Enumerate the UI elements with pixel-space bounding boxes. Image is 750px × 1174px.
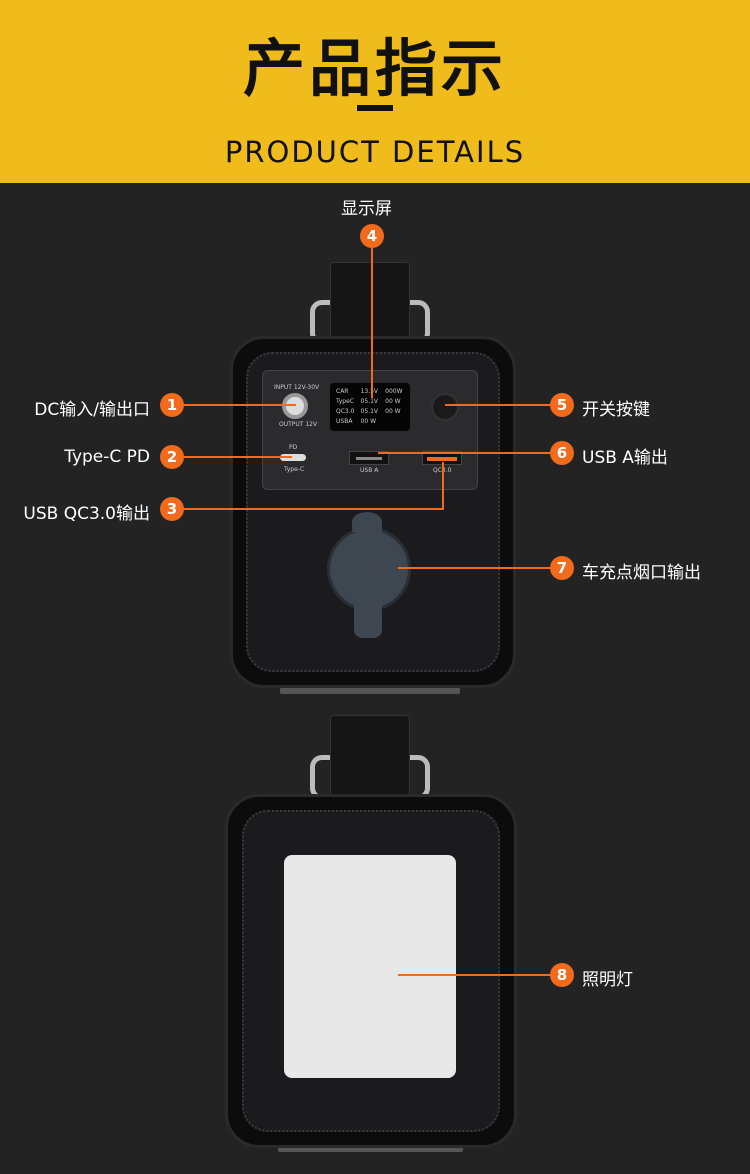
usba-label: USB A xyxy=(360,467,379,474)
lcd-cell: QC3.0 xyxy=(336,408,355,415)
callout-line-6 xyxy=(378,452,551,454)
callout-badge-1: 1 xyxy=(160,393,184,417)
typec-port xyxy=(280,454,306,461)
page-title: 产品指示 xyxy=(242,32,507,105)
lcd-cell: TypeC xyxy=(336,398,354,405)
callout-label-car-socket: 车充点烟口输出 xyxy=(582,563,701,583)
lcd-row: CAR 13.5V 000W xyxy=(336,387,404,397)
callout-line-5 xyxy=(445,404,551,406)
callout-label-qc: USB QC3.0输出 xyxy=(23,504,150,524)
lcd-row: USBA 00 W xyxy=(336,417,404,427)
callout-label-typec: Type-C PD xyxy=(64,447,150,467)
dc-port xyxy=(282,393,308,419)
callout-line-4 xyxy=(371,248,373,398)
callout-badge-6: 6 xyxy=(550,441,574,465)
callout-badge-5: 5 xyxy=(550,393,574,417)
typec-label: Type-C xyxy=(284,466,305,473)
callout-label-usba: USB A输出 xyxy=(582,448,668,468)
page-subtitle: PRODUCT DETAILS xyxy=(224,135,526,169)
lcd-cell: 05.1V xyxy=(360,398,379,405)
input-label: INPUT 12V-30V xyxy=(274,384,320,391)
lcd-cell: 13.5V xyxy=(360,388,379,395)
lcd-cell: CAR xyxy=(336,388,349,395)
callout-badge-3: 3 xyxy=(160,497,184,521)
light-panel xyxy=(284,855,456,1078)
callout-line-8 xyxy=(398,974,551,976)
usb-a-port xyxy=(349,451,389,465)
callout-label-dc-port: DC输入/输出口 xyxy=(34,400,150,420)
callout-line-2 xyxy=(184,456,292,458)
callout-line-3 xyxy=(184,508,444,510)
lcd-row: TypeC 05.1V 00 W xyxy=(336,397,404,407)
callout-badge-4: 4 xyxy=(360,224,384,248)
qc-port xyxy=(422,451,462,465)
lcd-cell: 000W xyxy=(385,388,403,395)
power-button[interactable] xyxy=(431,393,459,421)
callout-badge-7: 7 xyxy=(550,556,574,580)
lcd-cell: 00 W xyxy=(385,408,401,415)
callout-line-1 xyxy=(184,404,296,406)
lcd-cell xyxy=(385,417,404,427)
lcd-display: CAR 13.5V 000W TypeC 05.1V 00 W QC3.0 05.1V 00 W… xyxy=(330,383,410,431)
output-label: OUTPUT 12V xyxy=(279,421,318,428)
callout-label-light: 照明灯 xyxy=(582,970,633,990)
cap-handle xyxy=(354,600,382,638)
lcd-cell: 05.1V xyxy=(360,408,379,415)
callout-line-7 xyxy=(398,567,551,569)
strap xyxy=(330,715,410,805)
callout-badge-8: 8 xyxy=(550,963,574,987)
lcd-cell: 00 W xyxy=(360,418,377,425)
callout-label-display: 显示屏 xyxy=(341,199,392,219)
pd-label: PD xyxy=(289,444,298,451)
lcd-cell: USBA xyxy=(336,418,353,425)
title-divider xyxy=(357,105,393,111)
callout-label-power: 开关按键 xyxy=(582,400,650,420)
cap-tab xyxy=(352,512,382,532)
callout-badge-2: 2 xyxy=(160,445,184,469)
header-banner xyxy=(0,0,750,183)
lcd-row: QC3.0 05.1V 00 W xyxy=(336,407,404,417)
callout-line-3v xyxy=(442,462,444,510)
car-socket-cap xyxy=(327,527,411,611)
lcd-cell: 00 W xyxy=(385,398,401,405)
